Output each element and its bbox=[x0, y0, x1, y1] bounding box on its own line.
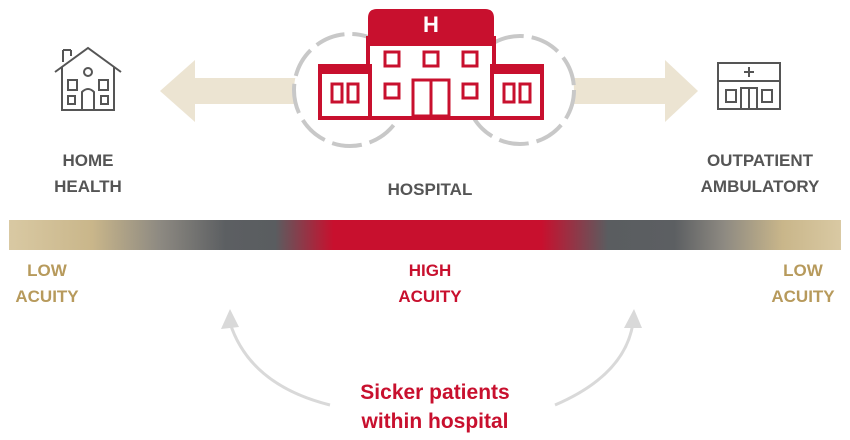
home-health-line-2: HEALTH bbox=[54, 177, 122, 196]
outpatient-ambulatory-label: OUTPATIENT AMBULATORY bbox=[680, 148, 840, 200]
curved-arrows bbox=[221, 309, 642, 407]
outpatient-line-2: AMBULATORY bbox=[700, 177, 820, 196]
hospital-icon bbox=[318, 9, 544, 120]
callout-line-2: within hospital bbox=[361, 410, 509, 433]
hospital-label-text: HOSPITAL bbox=[387, 180, 473, 199]
high-acuity-label: HIGH ACUITY bbox=[380, 258, 480, 310]
low-acuity-right-line-2: ACUITY bbox=[771, 287, 835, 306]
hospital-sign-letter: H bbox=[423, 12, 439, 37]
house-icon bbox=[54, 46, 122, 111]
outpatient-line-1: OUTPATIENT bbox=[706, 151, 814, 170]
curved-arrow-icon bbox=[554, 309, 642, 407]
care-settings-illustration bbox=[54, 9, 781, 148]
low-acuity-right-line-1: LOW bbox=[783, 261, 823, 280]
low-acuity-right-label: LOW ACUITY bbox=[758, 258, 848, 310]
high-acuity-line-2: ACUITY bbox=[398, 287, 462, 306]
callout-line-1: Sicker patients bbox=[360, 381, 510, 404]
sicker-patients-callout: Sicker patients within hospital bbox=[300, 378, 570, 436]
acuity-gradient-bar bbox=[9, 220, 841, 250]
clinic-icon bbox=[717, 62, 781, 110]
hospital-label: HOSPITAL bbox=[360, 177, 500, 203]
home-health-label: HOME HEALTH bbox=[38, 148, 138, 200]
low-acuity-left-line-1: LOW bbox=[27, 261, 67, 280]
high-acuity-line-1: HIGH bbox=[408, 261, 452, 280]
home-health-line-1: HOME bbox=[62, 151, 114, 170]
low-acuity-left-label: LOW ACUITY bbox=[2, 258, 92, 310]
curved-arrow-icon bbox=[221, 309, 331, 407]
low-acuity-left-line-2: ACUITY bbox=[15, 287, 79, 306]
